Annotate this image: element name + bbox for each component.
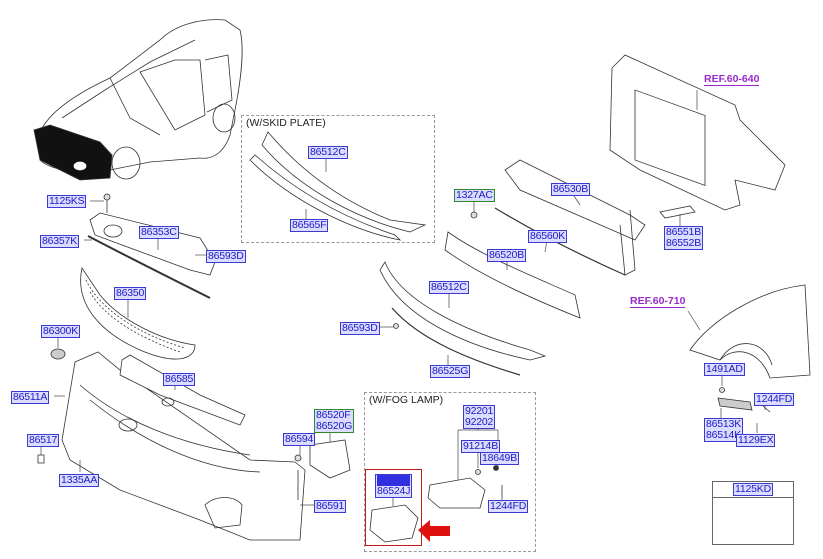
front-end-carrier bbox=[609, 54, 786, 211]
ref-60-640-link[interactable]: REF.60-640 bbox=[704, 73, 760, 86]
bolt-1125KD-box: 1125KD bbox=[712, 481, 794, 545]
fog-lamp-cover bbox=[309, 439, 351, 479]
ref-60-710-link[interactable]: REF.60-710 bbox=[630, 295, 686, 308]
part-label-86512C[interactable]: 86512C bbox=[429, 281, 469, 294]
part-label-86353C[interactable]: 86353C bbox=[139, 226, 179, 239]
lower-grille bbox=[379, 261, 547, 376]
part-label-86512C-skid[interactable]: 86512C bbox=[308, 146, 348, 159]
nut-1327AC bbox=[470, 211, 478, 219]
part-label-86520G[interactable]: 86520G bbox=[316, 420, 353, 432]
skid-plate-group-box bbox=[241, 115, 435, 243]
part-label-86560K[interactable]: 86560K bbox=[528, 230, 568, 243]
part-label-86591[interactable]: 86591 bbox=[314, 500, 347, 513]
part-label-86357K[interactable]: 86357K bbox=[40, 235, 80, 248]
part-label-1491AD[interactable]: 1491AD bbox=[704, 363, 745, 376]
part-label-86524I-86524J[interactable]: 86524I 86524J bbox=[375, 474, 413, 498]
part-label-86513K-86514K[interactable]: 86513K 86514K bbox=[704, 418, 744, 442]
bracket-86551B bbox=[659, 205, 696, 219]
part-label-92202[interactable]: 92202 bbox=[465, 416, 494, 428]
highlight-box bbox=[365, 469, 422, 546]
part-label-86300K[interactable]: 86300K bbox=[41, 325, 81, 338]
part-label-86585[interactable]: 86585 bbox=[163, 373, 196, 386]
part-label-86593D-lower[interactable]: 86593D bbox=[340, 322, 380, 335]
part-label-86551B[interactable]: 86551B bbox=[666, 226, 702, 238]
front-bumper bbox=[61, 351, 306, 541]
part-label-86594[interactable]: 86594 bbox=[283, 433, 316, 446]
bracket-86517 bbox=[37, 454, 45, 464]
bumper-upper-bracket bbox=[119, 354, 246, 426]
grille-bracket bbox=[89, 193, 216, 276]
energy-absorber bbox=[444, 231, 581, 319]
part-label-1327AC[interactable]: 1327AC bbox=[454, 189, 495, 202]
fog-lamp-assembly bbox=[427, 465, 503, 509]
fender bbox=[689, 284, 811, 379]
part-label-86552B[interactable]: 86552B bbox=[666, 237, 702, 249]
part-label-18649B[interactable]: 18649B bbox=[480, 452, 520, 465]
part-label-86524J[interactable]: 86524J bbox=[377, 485, 411, 497]
vehicle-illustration bbox=[33, 19, 243, 181]
part-label-1244FD-fog[interactable]: 1244FD bbox=[488, 500, 529, 513]
bolt-1125KD-header: 1125KD bbox=[713, 482, 793, 498]
part-label-1125KD[interactable]: 1125KD bbox=[733, 483, 773, 496]
part-label-86517[interactable]: 86517 bbox=[27, 434, 60, 447]
fog-lamp-group-title: (W/FOG LAMP) bbox=[369, 394, 444, 406]
part-label-92201-92202[interactable]: 92201 92202 bbox=[463, 405, 496, 429]
bumper-beam bbox=[504, 159, 646, 276]
radiator-grille bbox=[80, 266, 196, 360]
part-label-86514K[interactable]: 86514K bbox=[706, 429, 742, 441]
part-label-1129EX[interactable]: 1129EX bbox=[736, 434, 776, 447]
part-label-86520F-86520G[interactable]: 86520F 86520G bbox=[314, 409, 355, 433]
part-label-86524I[interactable]: 86524I bbox=[377, 475, 411, 486]
fog-lamp-cover-86524 bbox=[369, 504, 419, 543]
part-label-1244FD-fender[interactable]: 1244FD bbox=[754, 393, 795, 406]
part-label-1125KS[interactable]: 1125KS bbox=[47, 195, 87, 208]
beam-strip bbox=[494, 207, 626, 276]
fog-lamp-group-box bbox=[364, 392, 536, 552]
part-label-86525G[interactable]: 86525G bbox=[430, 365, 471, 378]
part-label-86551B-86552B[interactable]: 86551B 86552B bbox=[664, 226, 704, 250]
part-label-86520F[interactable]: 86520F bbox=[316, 409, 351, 421]
part-label-92201[interactable]: 92201 bbox=[465, 405, 494, 417]
part-label-1335AA[interactable]: 1335AA bbox=[59, 474, 100, 487]
clip-86594 bbox=[294, 454, 302, 462]
grille-molding bbox=[87, 235, 211, 299]
part-label-86511A[interactable]: 86511A bbox=[11, 391, 50, 404]
highlight-arrow bbox=[418, 520, 450, 542]
part-label-86350[interactable]: 86350 bbox=[114, 287, 147, 300]
part-label-86593D[interactable]: 86593D bbox=[206, 250, 246, 263]
part-label-86530B[interactable]: 86530B bbox=[551, 183, 591, 196]
part-label-86513K[interactable]: 86513K bbox=[706, 418, 742, 430]
skid-plate-group-title: (W/SKID PLATE) bbox=[246, 117, 326, 129]
emblem bbox=[50, 348, 66, 360]
skid-plate-parts bbox=[249, 131, 427, 241]
part-label-86565F[interactable]: 86565F bbox=[290, 219, 329, 232]
part-label-86520B[interactable]: 86520B bbox=[487, 249, 527, 262]
